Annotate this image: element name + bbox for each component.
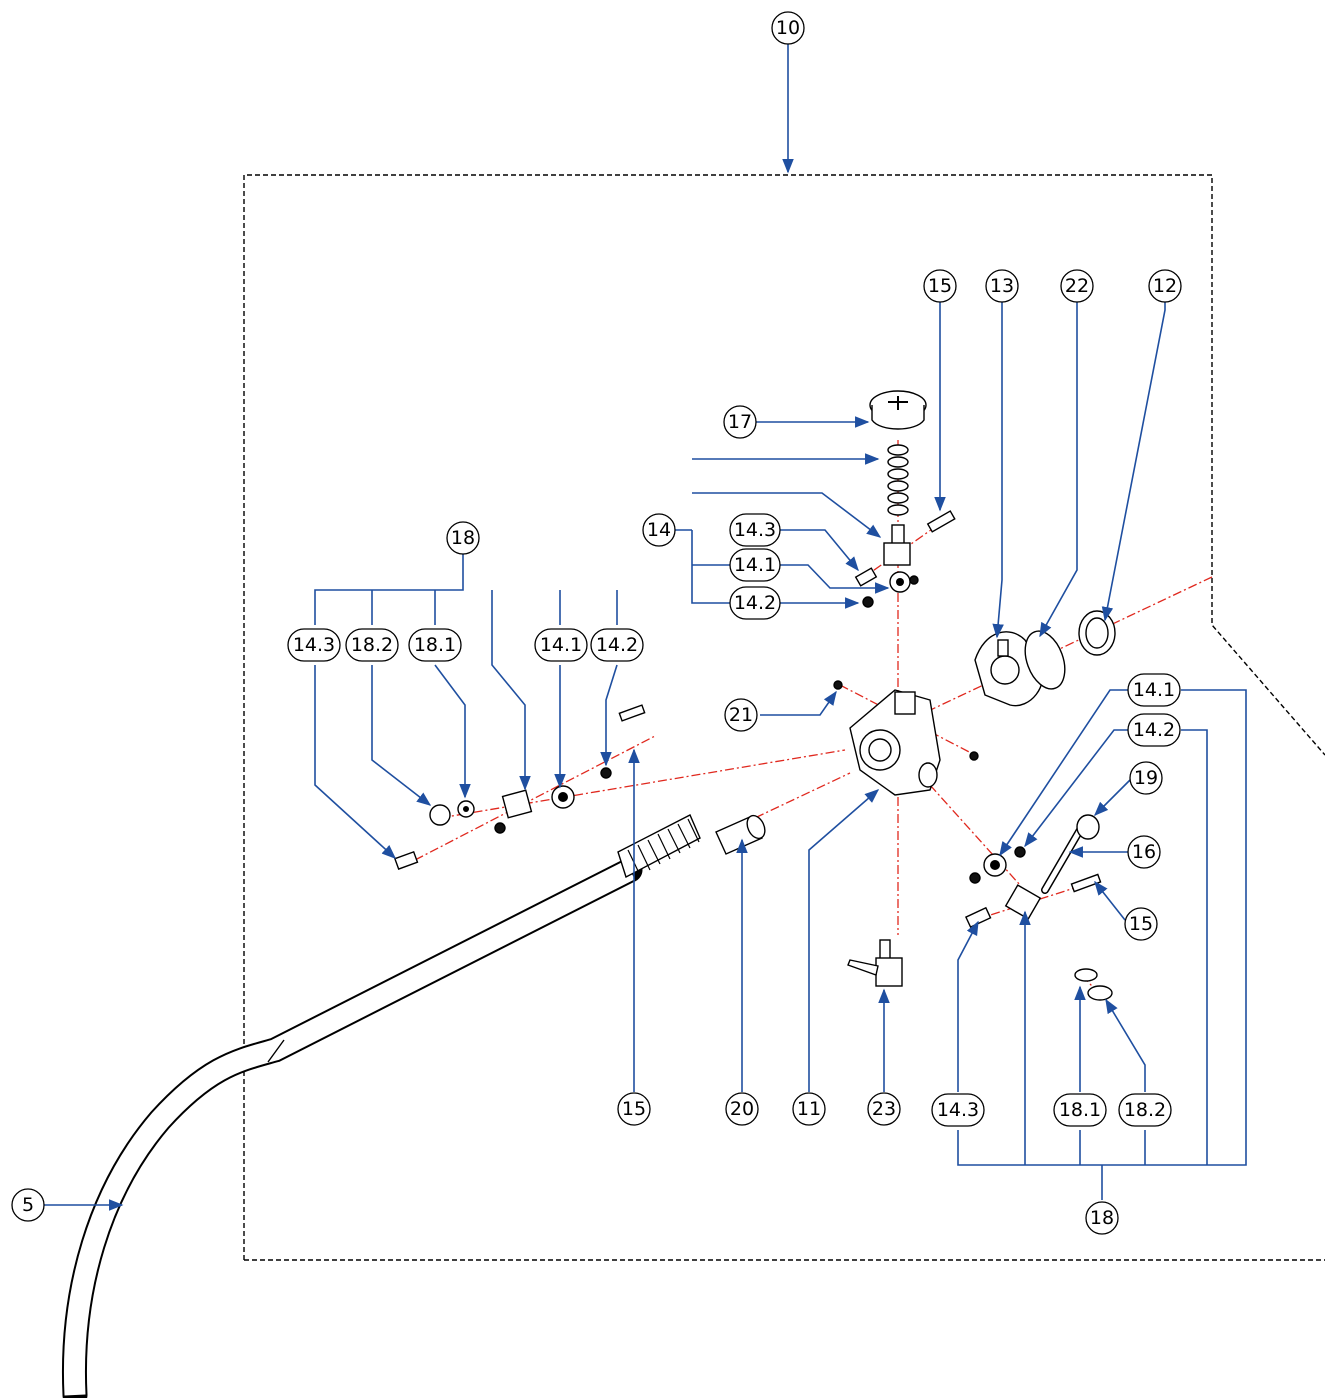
callout-15-bottom: 15: [617, 1092, 651, 1126]
valve-body-part-11: [849, 689, 941, 796]
callout-14-3-top: 14.3: [729, 513, 781, 547]
callout-17: 17: [723, 405, 757, 439]
svg-text:19: 19: [1134, 767, 1158, 789]
callout-15-top: 15: [923, 269, 957, 303]
callout-13: 13: [985, 269, 1019, 303]
svg-text:14.1: 14.1: [734, 554, 776, 576]
callout-18-1-left: 18.1: [408, 628, 462, 662]
callout-14-1-right: 14.1: [1127, 673, 1181, 707]
svg-text:14.3: 14.3: [734, 519, 776, 541]
svg-text:14.1: 14.1: [1133, 679, 1175, 701]
callout-21: 21: [724, 698, 758, 732]
svg-text:14.3: 14.3: [937, 1099, 979, 1121]
callout-18-2-left: 18.2: [345, 628, 399, 662]
callout-16: 16: [1127, 835, 1161, 869]
callout-10: 10: [771, 11, 805, 45]
callout-12: 12: [1148, 269, 1182, 303]
callout-14-1-top: 14.1: [729, 548, 781, 582]
svg-text:16: 16: [1132, 841, 1156, 863]
svg-text:14: 14: [647, 519, 671, 541]
svg-text:23: 23: [872, 1098, 896, 1120]
shaft-part-23: [847, 939, 903, 987]
lever-part-16: [1041, 826, 1084, 894]
svg-text:20: 20: [730, 1098, 754, 1120]
callout-23: 23: [867, 1092, 901, 1126]
svg-text:22: 22: [1065, 275, 1089, 297]
callout-15-right: 15: [1124, 907, 1158, 941]
svg-text:18.1: 18.1: [414, 634, 456, 656]
callout-19: 19: [1129, 761, 1163, 795]
callout-14: 14: [642, 513, 676, 547]
svg-text:14.2: 14.2: [1133, 719, 1175, 741]
svg-text:18: 18: [1090, 1207, 1114, 1229]
ring-part-22: [1024, 630, 1066, 690]
callout-14-2-right: 14.2: [1127, 713, 1181, 747]
svg-text:18.1: 18.1: [1059, 1099, 1101, 1121]
svg-text:18: 18: [451, 527, 475, 549]
svg-text:14.2: 14.2: [596, 634, 638, 656]
leader-lines: [44, 44, 1247, 1211]
callout-14-1-left: 14.1: [534, 628, 588, 662]
callout-18-left: 18: [446, 521, 480, 555]
callout-14-2-left: 14.2: [590, 628, 644, 662]
callout-14-2-top: 14.2: [729, 586, 781, 620]
svg-text:17: 17: [728, 411, 752, 433]
svg-text:14.2: 14.2: [734, 592, 776, 614]
svg-text:15: 15: [1129, 913, 1153, 935]
svg-text:15: 15: [928, 275, 952, 297]
callout-11: 11: [792, 1092, 826, 1126]
bushing-part-12: [1078, 610, 1116, 656]
svg-text:21: 21: [729, 704, 753, 726]
callout-18-2-bottom: 18.2: [1118, 1093, 1172, 1127]
callout-20: 20: [725, 1092, 759, 1126]
svg-text:14.3: 14.3: [293, 634, 335, 656]
svg-text:12: 12: [1153, 275, 1177, 297]
svg-text:18.2: 18.2: [351, 634, 393, 656]
assembly-boundary: [243, 174, 1325, 1261]
callout-18-1-bottom: 18.1: [1053, 1093, 1107, 1127]
seal-stack-part-14: [887, 444, 909, 516]
callout-14-3-bottom: 14.3: [931, 1093, 985, 1127]
callout-5: 5: [11, 1188, 45, 1222]
svg-text:13: 13: [990, 275, 1014, 297]
hose-part: [61, 814, 701, 1398]
left-cartridge-parts-18: [393, 704, 646, 870]
svg-text:15: 15: [622, 1098, 646, 1120]
callout-22: 22: [1060, 269, 1094, 303]
svg-text:14.1: 14.1: [540, 634, 582, 656]
ball-part-19: [1076, 814, 1100, 840]
svg-text:11: 11: [797, 1098, 821, 1120]
screw-part-21: [833, 680, 843, 690]
sleeve-part-20: [715, 814, 766, 855]
svg-text:18.2: 18.2: [1124, 1099, 1166, 1121]
pin-part-15-top: [926, 510, 956, 533]
nut-part-right: [969, 751, 979, 761]
callout-14-3-left: 14.3: [287, 628, 341, 662]
right-cartridge-parts-18: [964, 846, 1113, 1001]
knob-part-17: [869, 390, 927, 430]
callout-18-bottom: 18: [1085, 1201, 1119, 1235]
valve-stem-part: [854, 524, 919, 608]
svg-text:10: 10: [776, 17, 800, 39]
svg-text:5: 5: [22, 1194, 34, 1216]
